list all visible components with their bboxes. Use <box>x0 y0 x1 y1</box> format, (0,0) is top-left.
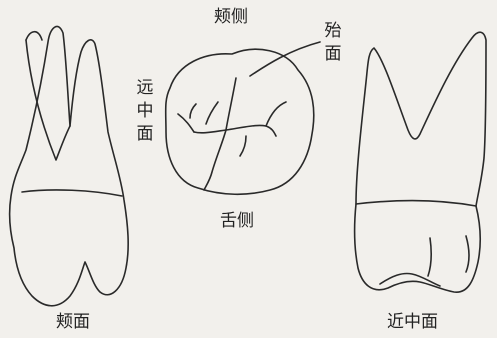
occlusal-groove-5 <box>266 102 286 126</box>
mesial-view-outline <box>355 32 486 292</box>
occlusal-view-outline <box>166 49 314 194</box>
buccal-surface-label: 颊面 <box>56 314 90 331</box>
mesial-view-cusp-line <box>380 273 440 286</box>
occlusal-groove-4 <box>226 125 276 136</box>
buccal-view-tooth <box>10 26 129 305</box>
distal-surface-label: 远中面 <box>136 77 154 146</box>
buccal-view-root-fold <box>26 40 70 160</box>
mesial-surface-label: 近中面 <box>387 314 438 331</box>
buccal-view-cervical-line <box>22 190 122 196</box>
mesial-view-contact-line <box>466 236 469 272</box>
occlusal-groove-1 <box>226 78 236 130</box>
lingual-side-label: 舌侧 <box>220 213 254 230</box>
buccal-view-root-tip <box>26 32 42 40</box>
mesial-view-tooth <box>355 32 486 292</box>
occlusal-leader-line <box>250 42 320 76</box>
mesial-view-crown-detail <box>428 238 431 276</box>
occlusal-groove-6 <box>204 130 226 190</box>
occlusal-surface-label: 殆面 <box>324 20 342 66</box>
occlusal-groove-7 <box>206 102 218 124</box>
buccal-view-outline <box>10 26 129 305</box>
occlusal-view-tooth <box>166 42 320 194</box>
occlusal-groove-2 <box>194 130 226 133</box>
occlusal-groove-9 <box>190 104 196 118</box>
occlusal-groove-3 <box>178 114 194 132</box>
mesial-view-cervical-line <box>356 201 476 207</box>
buccal-side-label: 颊侧 <box>214 9 248 26</box>
occlusal-groove-8 <box>240 136 246 156</box>
